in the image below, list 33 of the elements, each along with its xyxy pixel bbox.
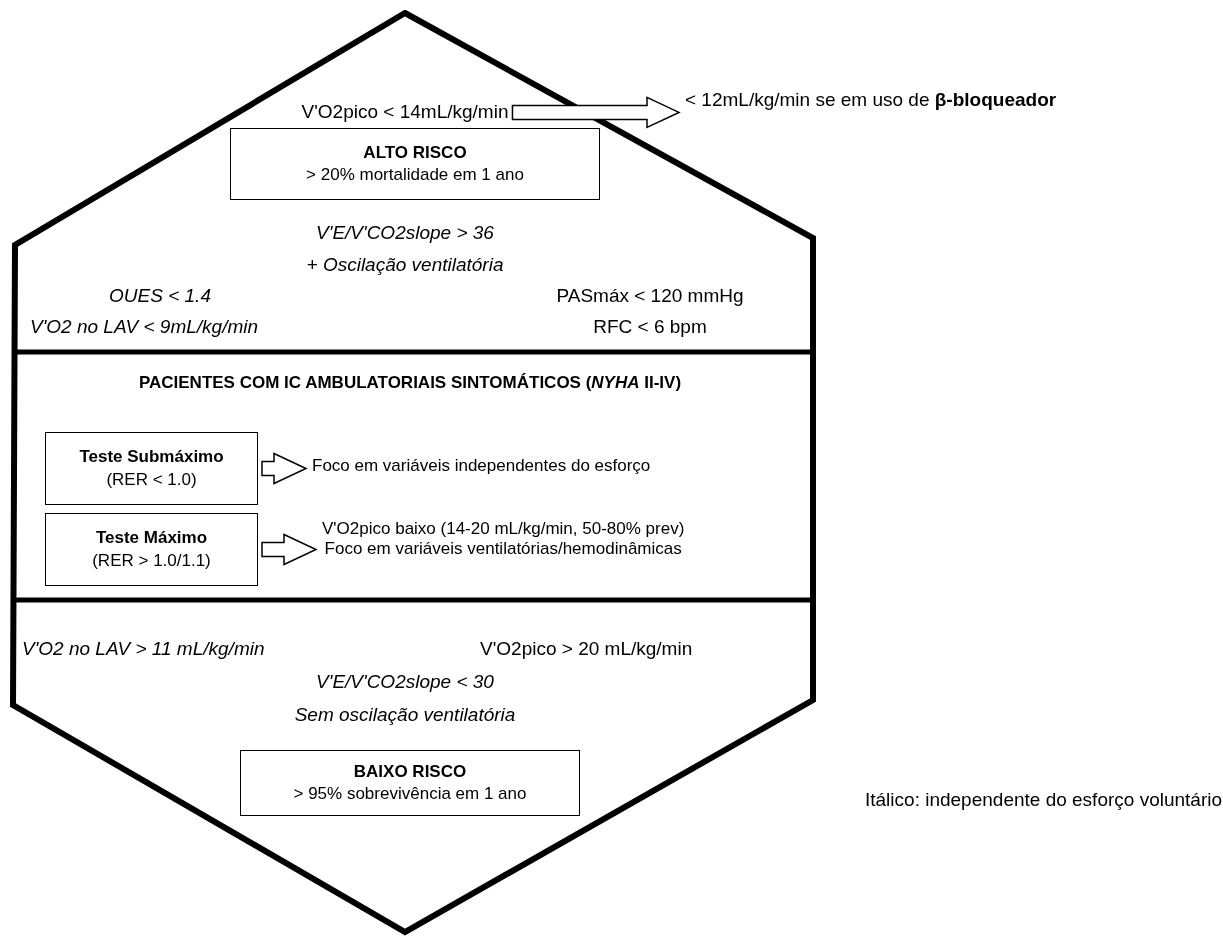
criterion-text: V'O2pico < 14mL/kg/min [301,101,509,124]
criterion-text: + Oscilação ventilatória [306,254,504,277]
risk-box [230,128,600,200]
section-heading: PACIENTES COM IC AMBULATORIAIS SINTOMÁTICOS (NYHA II-IV) [138,373,682,394]
box-heading: Teste Submáximo [79,446,224,469]
block-arrow [261,452,308,485]
criterion-text: OUES < 1.4 [109,285,211,308]
block-arrow [261,533,318,566]
box-heading: ALTO RISCO [363,141,467,164]
box-text: (RER > 1.0/1.1) [92,549,211,572]
criterion-text: V'O2pico > 20 mL/kg/min [480,638,693,661]
criterion-text: Sem oscilação ventilatória [294,704,516,727]
test-box [45,513,258,586]
criterion-text: V'E/V'CO2slope > 36 [316,222,494,245]
risk-box [240,750,580,816]
hexagon-shape [10,10,816,936]
result-text: Foco em variáveis independentes do esforço [312,456,651,477]
result-text: Foco em variáveis ventilatórias/hemodinâmicas [323,539,683,560]
box-text: > 20% mortalidade em 1 ano [306,164,524,186]
criterion-text: PASmáx < 120 mmHg [556,285,744,308]
box-heading: BAIXO RISCO [353,760,467,783]
box-heading: Teste Máximo [95,527,208,550]
test-box [45,432,258,505]
box-text: > 95% sobrevivência em 1 ano [293,783,527,805]
criterion-text: V'O2 no LAV > 11 mL/kg/min [22,638,265,661]
block-arrow [511,96,681,129]
criterion-text: RFC < 6 bpm [593,316,707,339]
note-text: < 12mL/kg/min se em uso de β-bloqueador [685,89,1057,112]
result-text: V'O2pico baixo (14-20 mL/kg/min, 50-80% prev) [322,519,685,540]
criterion-text: V'O2 no LAV < 9mL/kg/min [30,316,259,339]
note-text: Itálico: independente do esforço voluntário [865,789,1223,812]
criterion-text: V'E/V'CO2slope < 30 [316,671,494,694]
box-text: (RER < 1.0) [106,468,197,491]
